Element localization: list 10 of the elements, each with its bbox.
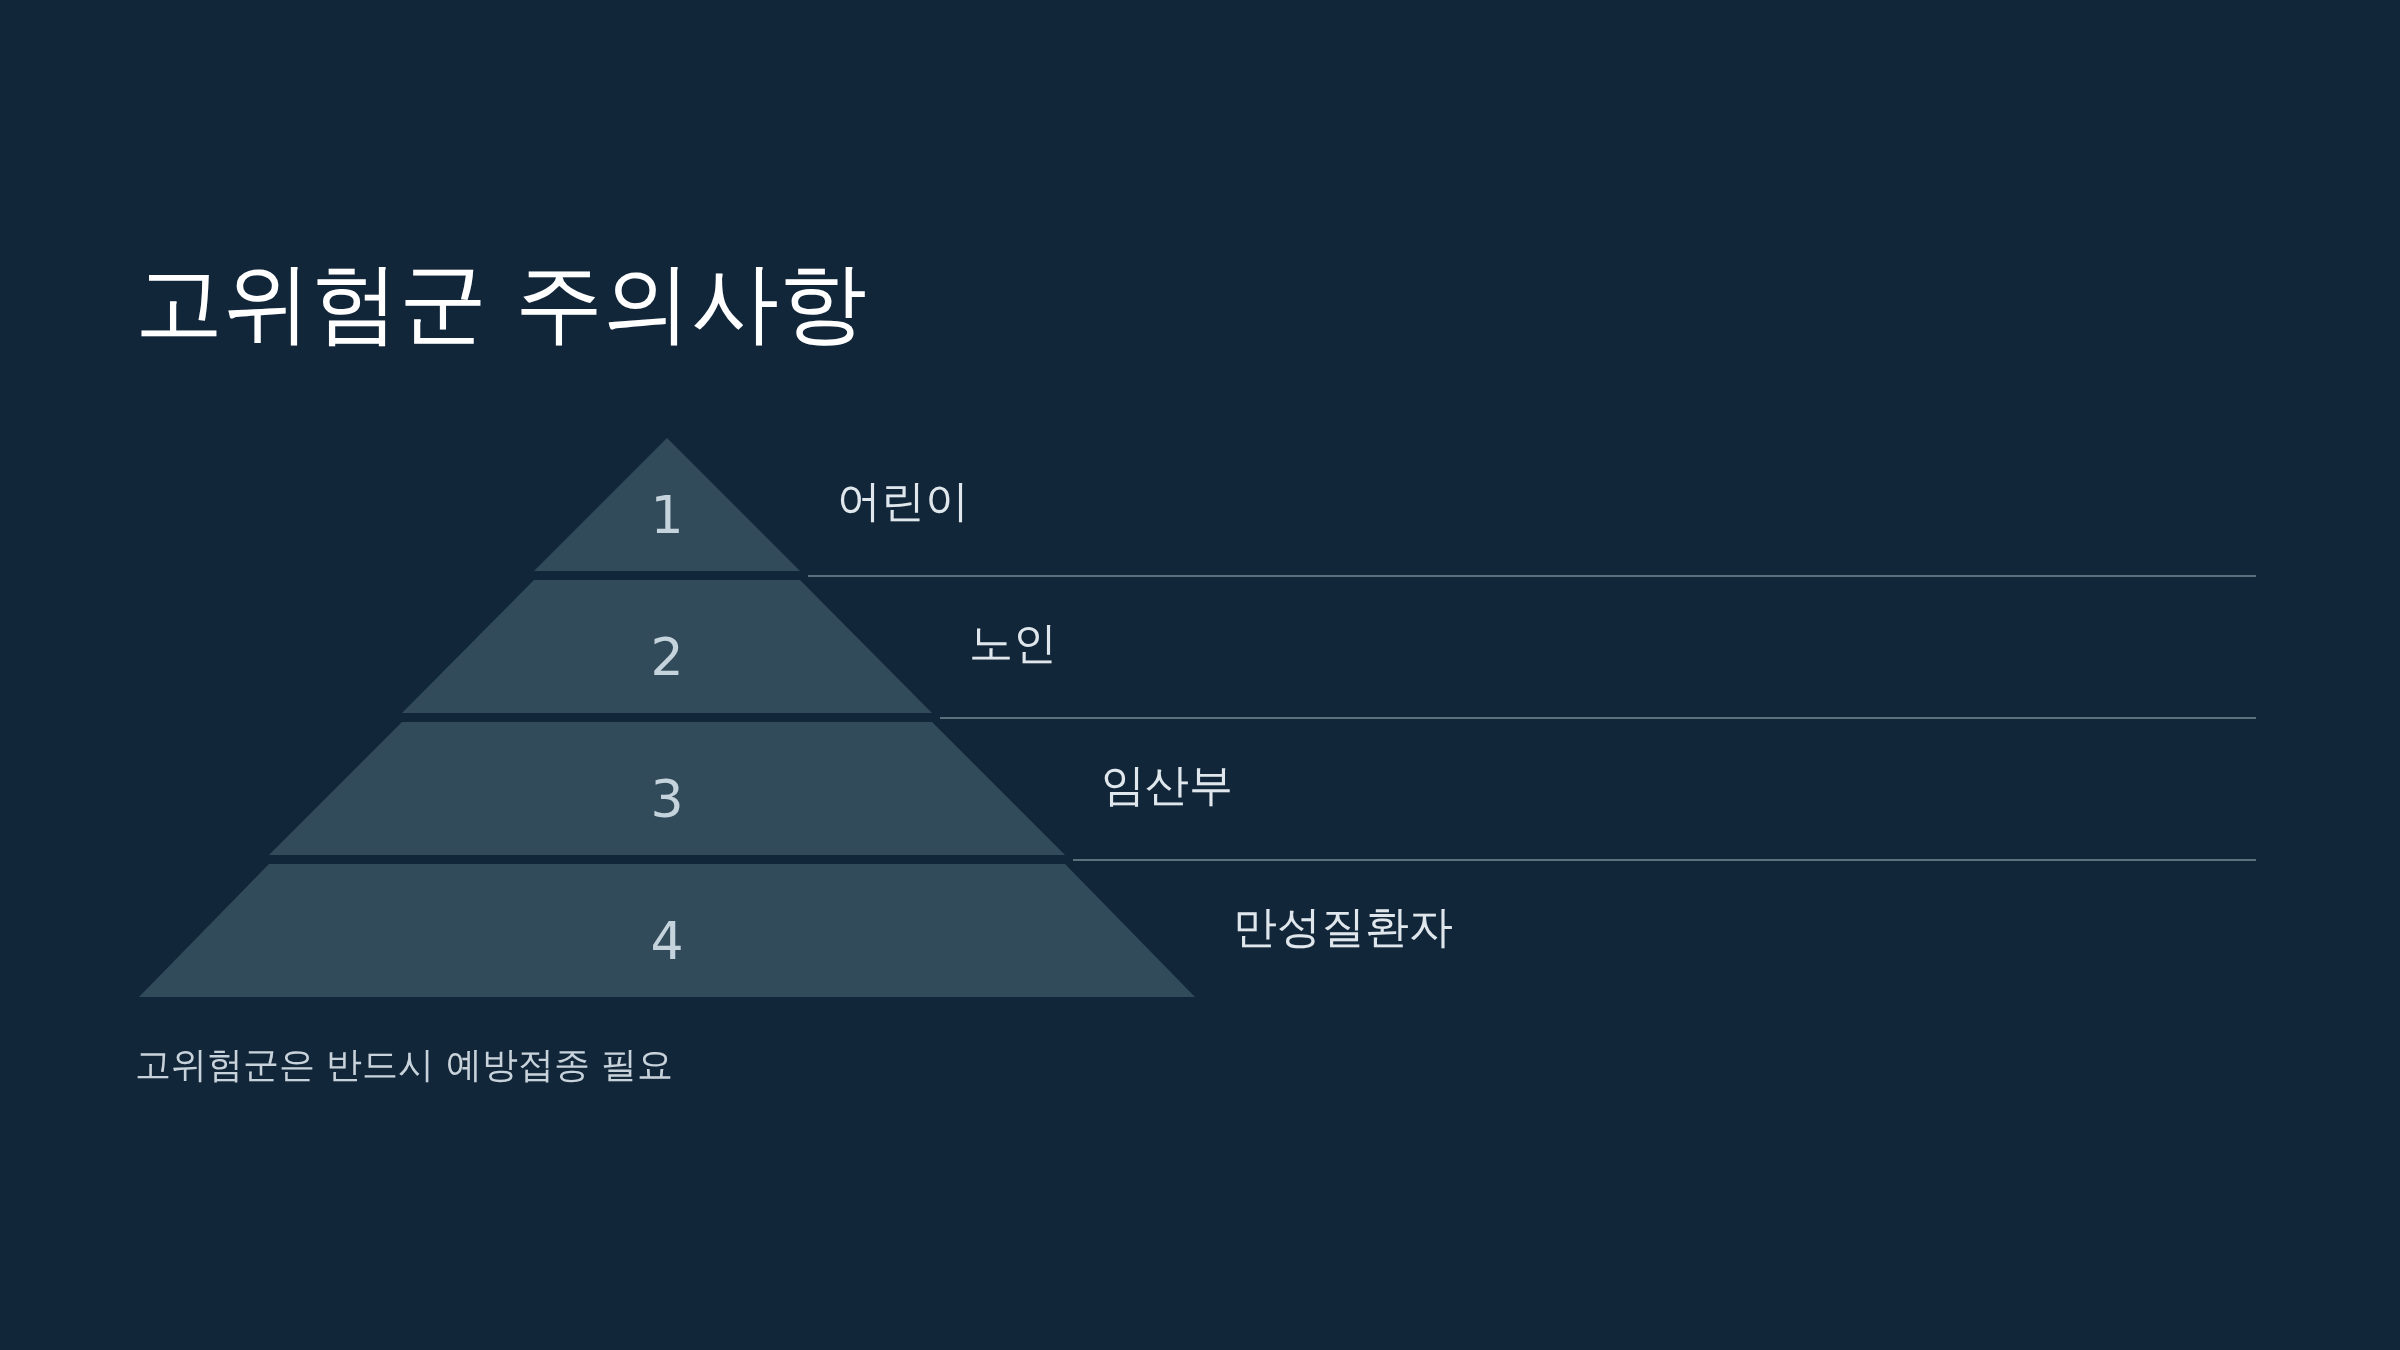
tier-number: 1 <box>649 488 685 541</box>
title: 고위험군 주의사항 <box>135 250 867 356</box>
tier-number: 2 <box>649 630 685 683</box>
tier-label: 노인 <box>969 617 1057 671</box>
tier-number: 3 <box>649 772 685 825</box>
tier-number: 4 <box>649 914 685 967</box>
tier-label: 만성질환자 <box>1233 901 1453 955</box>
tier-label: 어린이 <box>837 475 969 529</box>
caption: 고위험군은 반드시 예방접종 필요 <box>135 1043 674 1087</box>
tier-label: 임산부 <box>1101 759 1233 813</box>
